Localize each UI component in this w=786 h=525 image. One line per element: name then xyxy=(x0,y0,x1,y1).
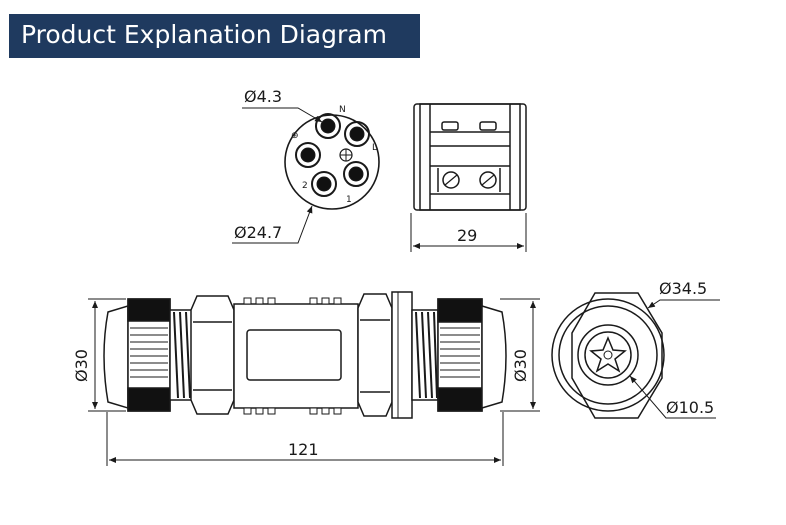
end-dimensions xyxy=(629,299,720,419)
pin-marks: N L 2 1 ⊕ xyxy=(291,105,377,205)
length-label: 121 xyxy=(288,440,319,459)
side-width-dimension xyxy=(410,213,527,252)
pin-mark-2: 2 xyxy=(302,181,308,191)
end-view xyxy=(551,292,665,419)
inner-dia-label: Ø10.5 xyxy=(666,398,714,417)
title-banner: Product Explanation Diagram xyxy=(9,14,420,58)
main-dimensions xyxy=(88,298,540,466)
front-pin-face-view xyxy=(284,113,380,210)
pin-holes xyxy=(295,113,370,197)
right-dia-label: Ø30 xyxy=(511,349,530,382)
left-dia-label: Ø30 xyxy=(72,349,91,382)
face-dia-leader xyxy=(232,205,313,244)
side-view xyxy=(413,103,527,211)
pin-mark-1: 1 xyxy=(346,195,352,205)
side-width-label: 29 xyxy=(457,226,477,245)
page-title: Product Explanation Diagram xyxy=(21,20,387,49)
pin-mark-l: L xyxy=(372,143,377,153)
pin-dia-label: Ø4.3 xyxy=(244,87,282,106)
pin-dia-leader xyxy=(242,107,323,123)
pin-mark-earth: ⊕ xyxy=(291,131,299,141)
face-dia-label: Ø24.7 xyxy=(234,223,282,242)
main-long-view xyxy=(103,291,507,419)
pin-mark-n: N xyxy=(339,105,346,115)
outer-dia-label: Ø34.5 xyxy=(659,279,707,298)
